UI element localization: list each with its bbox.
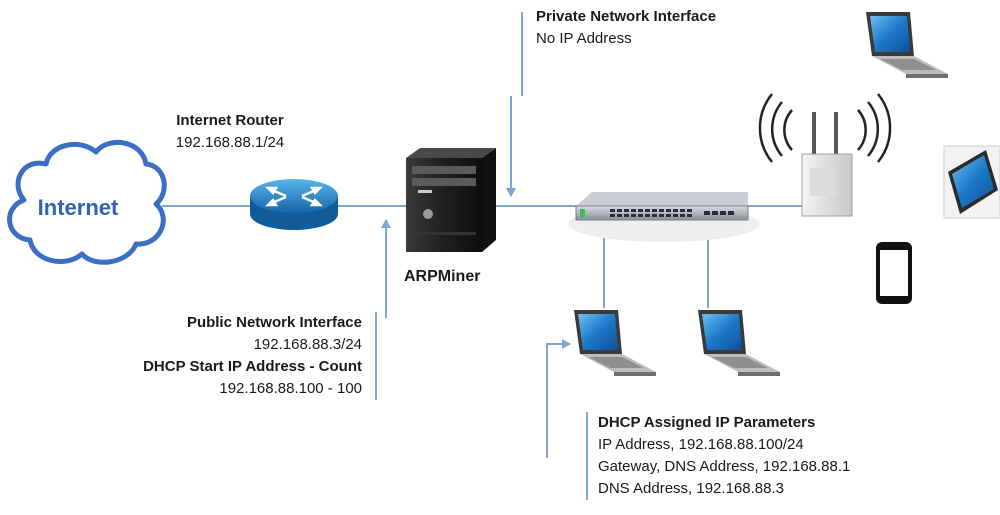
dhcp-gateway: Gateway, DNS Address, 192.168.88.1: [598, 458, 851, 475]
dhcp-parameters-label: DHCP Assigned IP Parameters IP Address, …: [598, 412, 850, 500]
router-title: Internet Router: [176, 112, 284, 129]
dhcp-parameters-title: DHCP Assigned IP Parameters: [598, 414, 816, 431]
network-switch-icon: [568, 192, 760, 242]
cloud-label: Internet: [38, 195, 119, 220]
laptop-icon: [866, 12, 948, 78]
laptop-icon: [698, 310, 780, 376]
laptop-icon: [574, 310, 656, 376]
private-interface-title: Private Network Interface: [536, 8, 717, 25]
public-interface-label: Public Network Interface 192.168.88.3/24…: [100, 312, 362, 400]
private-interface-label: Private Network Interface No IP Address: [536, 6, 716, 50]
public-interface-address: 192.168.88.3/24: [253, 336, 362, 353]
callout-lines: [375, 12, 588, 500]
server-label: ARPMiner: [404, 268, 481, 285]
dhcp-start-range: 192.168.88.100 - 100: [219, 380, 362, 397]
private-interface-detail: No IP Address: [536, 30, 632, 47]
server-tower-icon: [406, 148, 496, 252]
dhcp-dns: DNS Address, 192.168.88.3: [598, 480, 784, 497]
dhcp-ip-address: IP Address, 192.168.88.100/24: [598, 436, 804, 453]
wireless-access-point-icon: [758, 93, 892, 217]
router-icon: [250, 179, 338, 230]
router-label: Internet Router 192.168.88.1/24: [150, 110, 310, 154]
router-address: 192.168.88.1/24: [175, 134, 285, 151]
public-interface-title: Public Network Interface: [186, 314, 362, 331]
dhcp-start-title: DHCP Start IP Address - Count: [143, 358, 362, 375]
cloud-icon: Internet: [7, 140, 167, 265]
tablet-icon: [943, 145, 1000, 219]
smartphone-icon: [876, 242, 912, 304]
